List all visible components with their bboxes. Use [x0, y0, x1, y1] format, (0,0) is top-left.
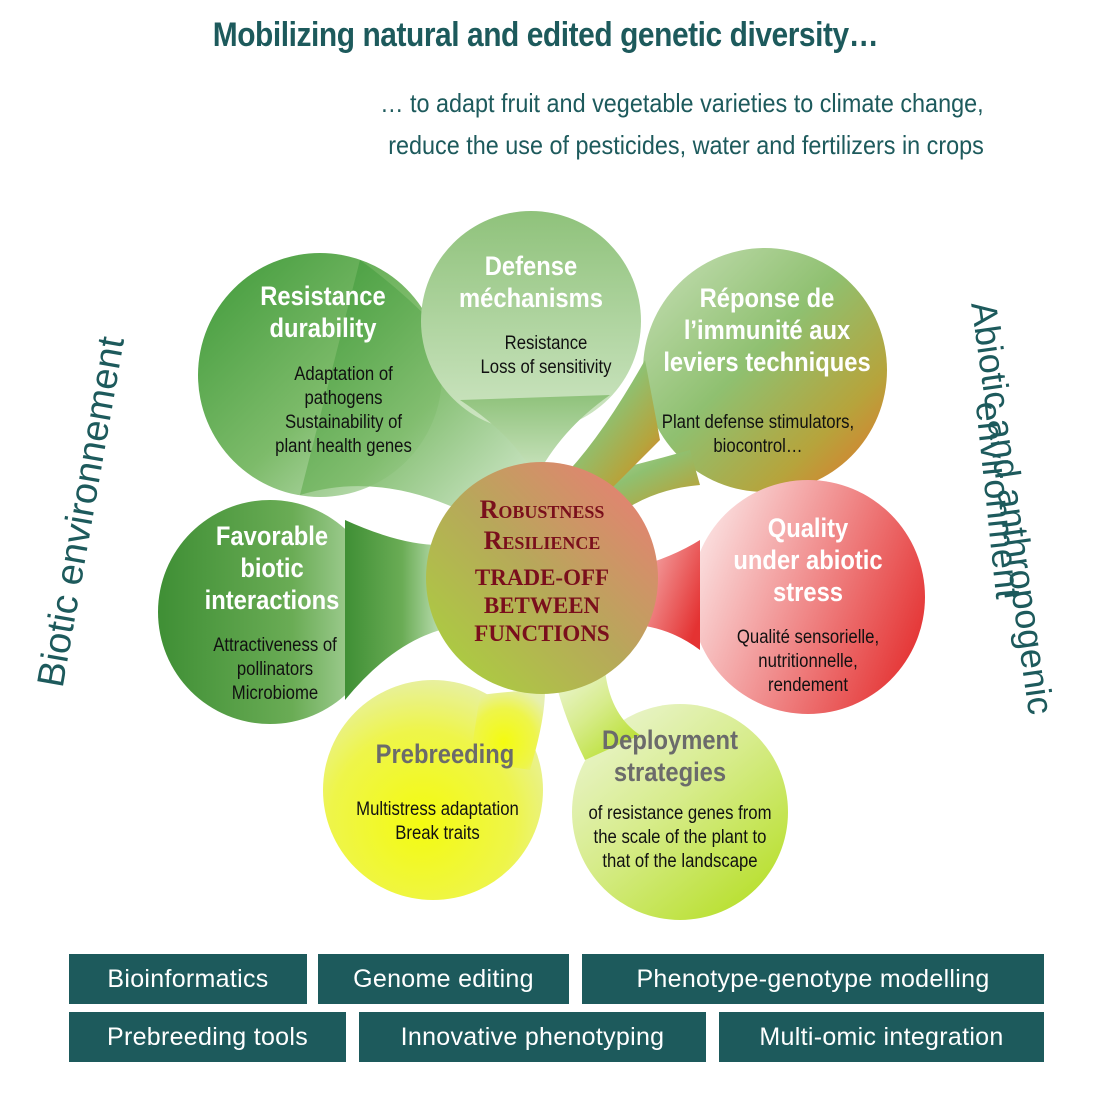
- center-circle: [426, 462, 658, 694]
- center-line-tradeoff: Trade-off: [474, 565, 610, 590]
- petal-text-defense: Defense méchanisms: [431, 250, 631, 314]
- subtitle-line-2: reduce the use of pesticides, water and …: [388, 130, 984, 160]
- petal-text-favorable: Favorable biotic interactions: [172, 520, 372, 616]
- tool-genome-editing: Genome editing: [318, 954, 569, 1004]
- petal-title-deployment: Deployment strategies: [602, 725, 738, 787]
- center-line-robustness: Robustness: [479, 495, 605, 524]
- petal-body-wrap-favorable: Attractiveness of pollinators Microbiome: [175, 634, 375, 706]
- center-line-functions: functions: [474, 621, 610, 646]
- center-line-resilience: Resilience: [483, 526, 601, 555]
- petal-body-defense: Resistance Loss of sensitivity: [480, 333, 612, 378]
- petal-body-prebreeding: Multistress adaptation Break traits: [356, 799, 519, 844]
- petal-prebreeding: [323, 680, 545, 900]
- petal-body-resistance: Adaptation of pathogens Sustainability o…: [275, 364, 412, 457]
- flower-diagram: [158, 211, 925, 920]
- petal-text-resistance: Resistance durability: [218, 280, 428, 344]
- center-line-between: between: [483, 593, 601, 618]
- petal-text-prebreeding: Prebreeding: [345, 738, 545, 770]
- petal-body-wrap-immunite: Plant defense stimulators, biocontrol…: [618, 411, 898, 459]
- petal-body-wrap-prebreeding: Multistress adaptation Break traits: [325, 798, 550, 846]
- petal-title-quality: Quality under abiotic stress: [733, 513, 883, 607]
- tool-multi-omic-integration: Multi-omic integration: [719, 1012, 1044, 1062]
- tool-phenotype-genotype-modelling: Phenotype-genotype modelling: [582, 954, 1044, 1004]
- petal-deployment: [555, 670, 788, 920]
- petal-body-wrap-defense: Resistance Loss of sensitivity: [446, 332, 646, 380]
- petal-title-resistance: Resistance durability: [260, 281, 386, 343]
- petal-title-immunite: Réponse de l’immunité aux leviers techni…: [663, 283, 871, 377]
- page-title: Mobilizing natural and edited genetic di…: [212, 16, 879, 54]
- petal-body-wrap-resistance: Adaptation of pathogens Sustainability o…: [236, 363, 451, 459]
- petal-text-immunite: Réponse de l’immunité aux leviers techni…: [642, 282, 892, 378]
- petal-defense-mechanisms: [421, 211, 641, 480]
- petal-body-wrap-deployment: of resistance genes from the scale of th…: [565, 802, 795, 874]
- subtitle-line-1: … to adapt fruit and vegetable varieties…: [380, 88, 984, 118]
- petal-favorable-biotic: [158, 500, 440, 724]
- petal-resistance-durability: [198, 253, 545, 515]
- petal-immunite: [545, 248, 887, 530]
- tool-bioinformatics: Bioinformatics: [69, 954, 307, 1004]
- tool-innovative-phenotyping: Innovative phenotyping: [359, 1012, 706, 1062]
- petal-title-prebreeding: Prebreeding: [375, 739, 515, 769]
- tool-prebreeding-tools: Prebreeding tools: [69, 1012, 346, 1062]
- petal-title-favorable: Favorable biotic interactions: [204, 521, 340, 615]
- center-text: Robustness Resilience Trade-off between …: [442, 494, 642, 648]
- petal-body-quality: Qualité sensorielle, nutritionnelle, ren…: [736, 627, 880, 696]
- petal-body-wrap-quality: Qualité sensorielle, nutritionnelle, ren…: [708, 626, 908, 698]
- petal-text-deployment: Deployment strategies: [570, 724, 770, 788]
- petal-body-immunite: Plant defense stimulators, biocontrol…: [661, 412, 855, 457]
- petal-body-favorable: Attractiveness of pollinators Microbiome: [213, 635, 337, 704]
- petal-title-defense: Defense méchanisms: [459, 251, 603, 313]
- petal-text-quality: Quality under abiotic stress: [708, 512, 908, 608]
- petal-body-deployment: of resistance genes from the scale of th…: [588, 803, 772, 872]
